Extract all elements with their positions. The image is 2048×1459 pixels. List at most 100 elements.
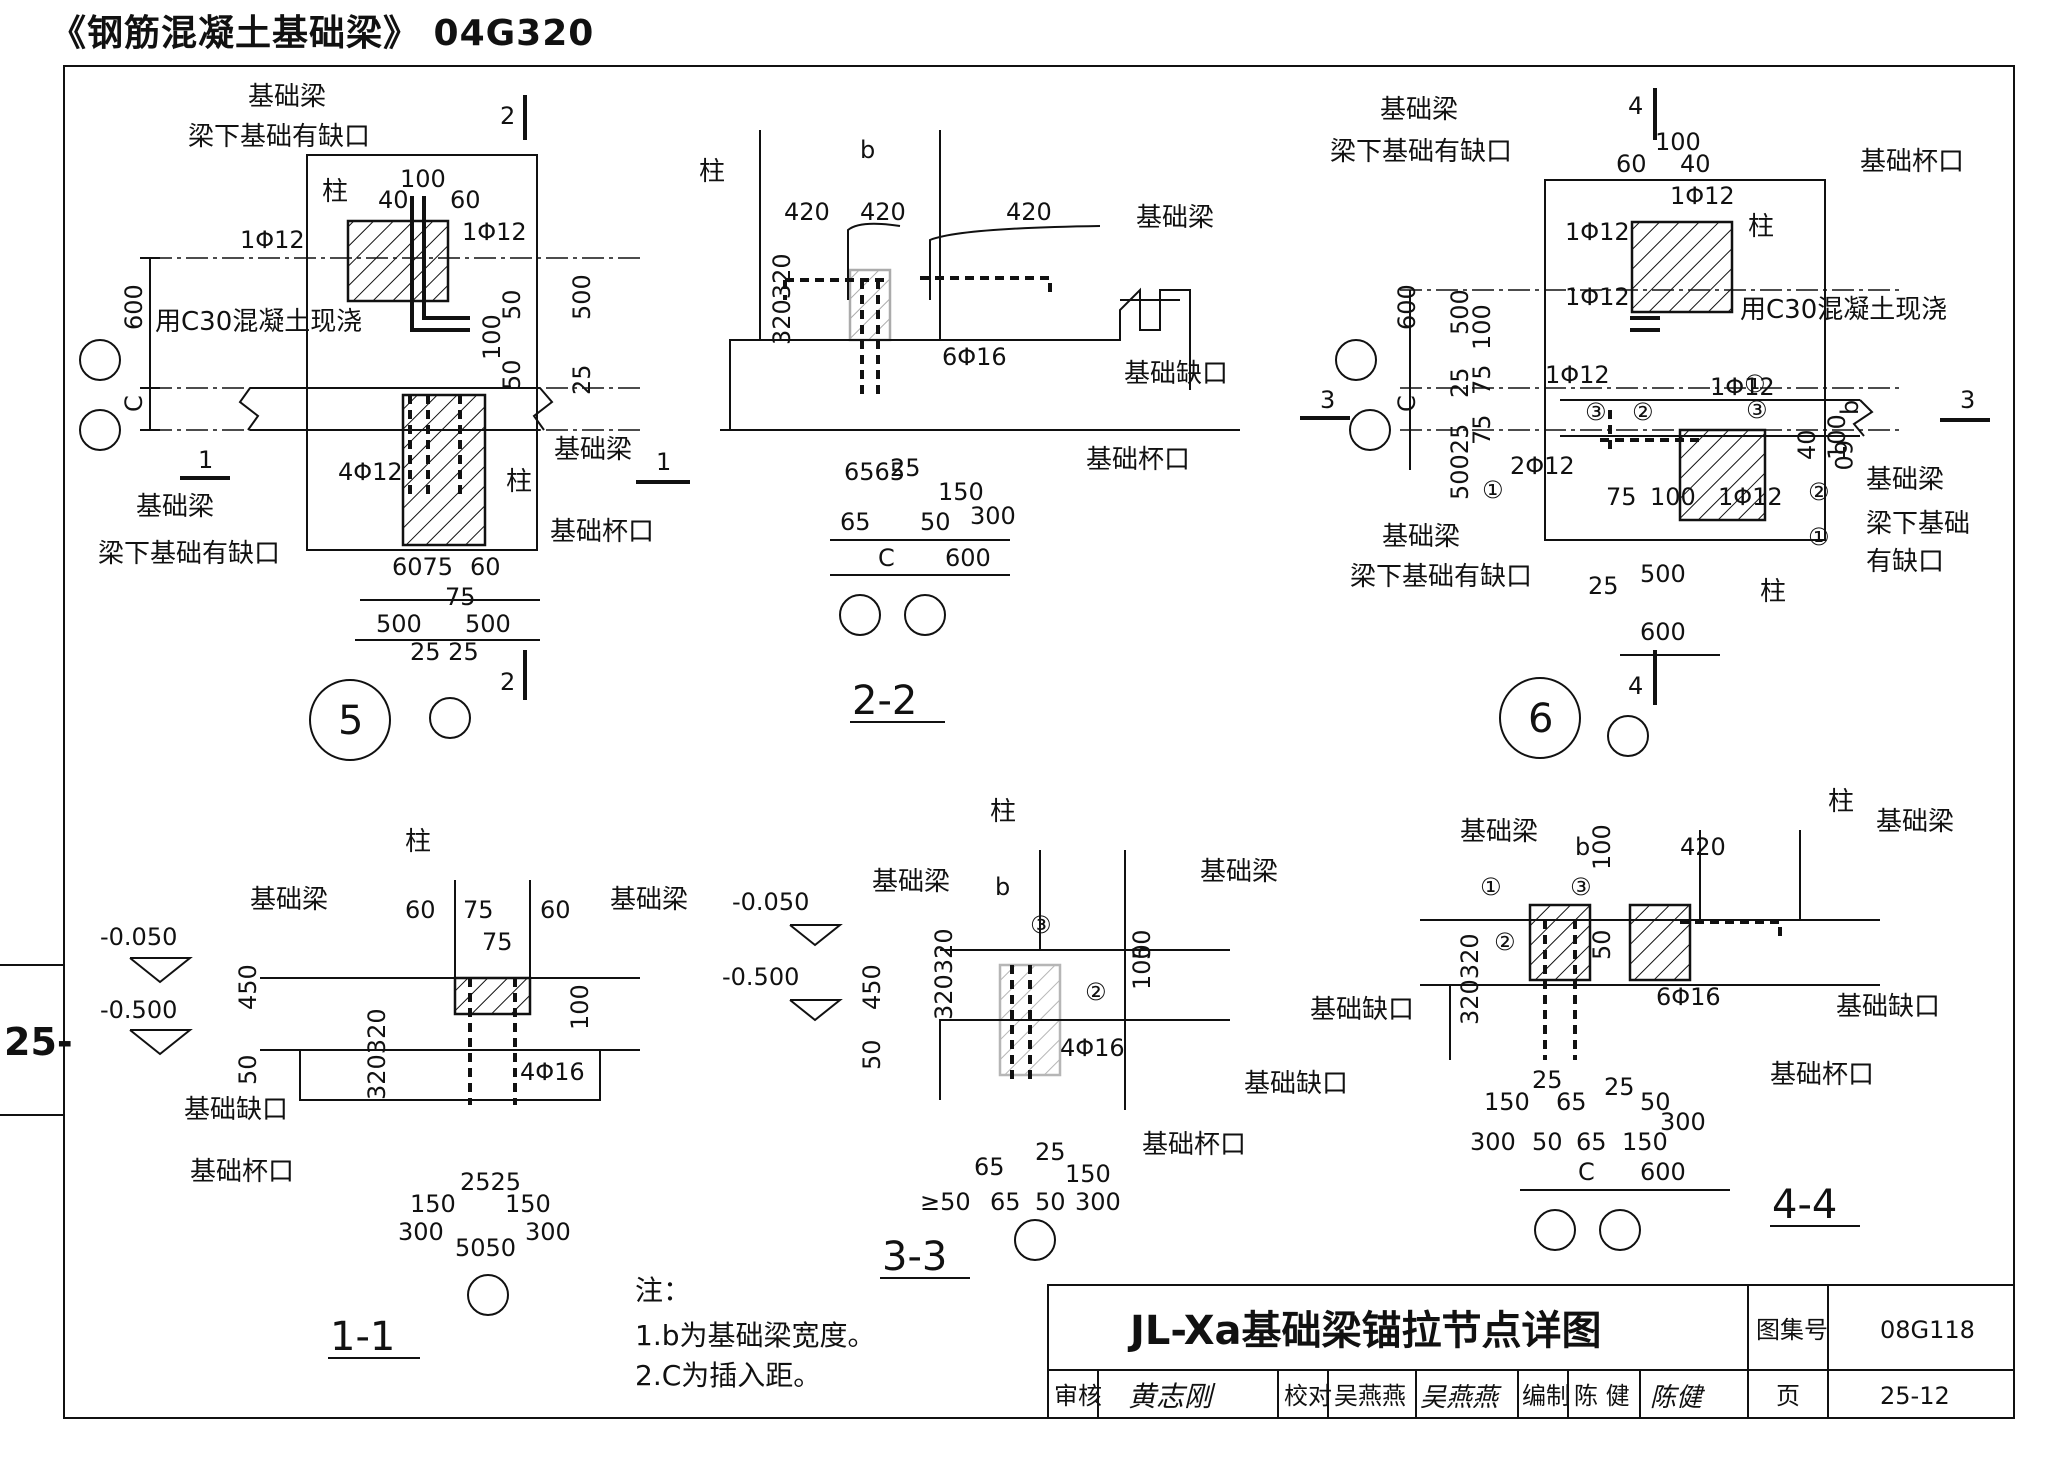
svg-text:-0.500: -0.500 bbox=[100, 996, 177, 1024]
section-2-2: 柱 b 420 420 420 基础梁 320320 6Φ16 基础缺口 基础杯… bbox=[699, 130, 1240, 724]
svg-text:1Φ12: 1Φ12 bbox=[1718, 483, 1783, 511]
svg-text:100: 100 bbox=[1823, 414, 1851, 460]
svg-text:①: ① bbox=[1744, 370, 1766, 398]
svg-text:梁下基础有缺口: 梁下基础有缺口 bbox=[1350, 562, 1532, 592]
svg-text:1Φ12: 1Φ12 bbox=[1710, 373, 1775, 401]
svg-text:75: 75 bbox=[445, 583, 476, 611]
svg-text:50: 50 bbox=[1128, 929, 1156, 960]
svg-text:40: 40 bbox=[1793, 429, 1821, 460]
svg-text:1: 1 bbox=[656, 448, 671, 476]
svg-text:6565: 6565 bbox=[844, 458, 905, 486]
svg-text:基础杯口: 基础杯口 bbox=[1086, 445, 1190, 475]
svg-text:25: 25 bbox=[1604, 1073, 1635, 1101]
svg-text:150: 150 bbox=[1065, 1160, 1111, 1188]
svg-text:100: 100 bbox=[1588, 824, 1616, 870]
svg-text:3: 3 bbox=[1960, 386, 1975, 414]
svg-text:4: 4 bbox=[1628, 672, 1643, 700]
svg-text:1: 1 bbox=[198, 446, 213, 474]
column-upper bbox=[1630, 220, 1734, 314]
svg-text:500: 500 bbox=[568, 274, 596, 320]
svg-text:柱: 柱 bbox=[990, 797, 1016, 827]
svg-text:基础杯口: 基础杯口 bbox=[1142, 1130, 1246, 1160]
svg-text:6: 6 bbox=[1528, 696, 1553, 742]
svg-text:柱: 柱 bbox=[699, 157, 725, 187]
svg-text:基础梁: 基础梁 bbox=[1876, 807, 1954, 837]
svg-text:4Φ12: 4Φ12 bbox=[338, 458, 403, 486]
svg-text:-0.050: -0.050 bbox=[732, 888, 809, 916]
svg-text:柱: 柱 bbox=[322, 177, 348, 207]
svg-text:500: 500 bbox=[376, 610, 422, 638]
svg-text:梁下基础有缺口: 梁下基础有缺口 bbox=[98, 539, 280, 569]
svg-text:300: 300 bbox=[1470, 1128, 1516, 1156]
svg-text:有缺口: 有缺口 bbox=[1866, 547, 1944, 577]
svg-text:50: 50 bbox=[920, 508, 951, 536]
svg-text:②: ② bbox=[1494, 928, 1516, 956]
svg-text:65: 65 bbox=[1556, 1088, 1587, 1116]
section-4-4: 基础梁 柱 基础梁 b 420 100 ① ③ ② 50 320320 6Φ16… bbox=[1310, 787, 1954, 1251]
svg-text:25-12: 25-12 bbox=[1880, 1382, 1950, 1410]
svg-text:基础梁: 基础梁 bbox=[1380, 95, 1458, 125]
svg-text:300: 300 bbox=[970, 502, 1016, 530]
drafter-signature: 陈健 bbox=[1650, 1383, 1706, 1413]
svg-text:25 25: 25 25 bbox=[410, 638, 479, 666]
svg-text:600: 600 bbox=[1640, 618, 1686, 646]
svg-text:60: 60 bbox=[1616, 150, 1647, 178]
detail-5-plan: 600 C 500 25 100 50 50 100 40 60 基础梁 梁下基… bbox=[79, 82, 690, 761]
svg-text:2: 2 bbox=[500, 668, 515, 696]
svg-text:柱: 柱 bbox=[506, 467, 532, 497]
svg-text:100: 100 bbox=[1128, 944, 1156, 990]
svg-text:b: b bbox=[1575, 833, 1590, 861]
svg-text:50: 50 bbox=[1640, 1088, 1671, 1116]
svg-text:60: 60 bbox=[1829, 440, 1857, 471]
svg-text:用C30混凝土现浇: 用C30混凝土现浇 bbox=[155, 307, 362, 337]
svg-text:③: ③ bbox=[1030, 911, 1052, 939]
svg-text:4-4: 4-4 bbox=[1772, 1182, 1837, 1228]
svg-text:③: ③ bbox=[1585, 398, 1607, 426]
axis-bubble bbox=[79, 339, 121, 381]
svg-text:①: ① bbox=[1808, 523, 1830, 551]
svg-text:600: 600 bbox=[1393, 284, 1421, 330]
svg-text:基础杯口: 基础杯口 bbox=[1770, 1060, 1874, 1090]
svg-text:2: 2 bbox=[500, 102, 515, 130]
svg-text:75: 75 bbox=[482, 928, 513, 956]
svg-text:75: 75 bbox=[1468, 414, 1496, 445]
svg-text:基础梁: 基础梁 bbox=[872, 867, 950, 897]
svg-text:150: 150 bbox=[938, 478, 984, 506]
svg-text:基础缺口: 基础缺口 bbox=[1244, 1069, 1348, 1099]
svg-text:梁下基础有缺口: 梁下基础有缺口 bbox=[1330, 137, 1512, 167]
svg-text:基础梁: 基础梁 bbox=[1200, 857, 1278, 887]
svg-text:4: 4 bbox=[1628, 92, 1643, 120]
svg-text:500: 500 bbox=[1446, 289, 1474, 335]
svg-text:600: 600 bbox=[945, 544, 991, 572]
axis-bubble bbox=[429, 697, 471, 739]
svg-text:5: 5 bbox=[338, 698, 363, 744]
svg-text:≥50: ≥50 bbox=[920, 1188, 971, 1216]
svg-text:320320: 320320 bbox=[1456, 933, 1484, 1025]
svg-text:25: 25 bbox=[1588, 572, 1619, 600]
svg-text:-0.050: -0.050 bbox=[100, 923, 177, 951]
svg-text:基础缺口: 基础缺口 bbox=[184, 1095, 288, 1125]
svg-text:2525: 2525 bbox=[460, 1168, 521, 1196]
svg-text:①: ① bbox=[1480, 873, 1502, 901]
svg-text:5050: 5050 bbox=[455, 1234, 516, 1262]
svg-text:300: 300 bbox=[1660, 1108, 1706, 1136]
svg-text:页: 页 bbox=[1776, 1382, 1800, 1410]
svg-text:320320: 320320 bbox=[363, 1008, 391, 1100]
notes: 注： 1.b为基础梁宽度。 2.C为插入距。 bbox=[635, 1274, 876, 1392]
svg-text:柱: 柱 bbox=[1828, 787, 1854, 817]
svg-text:校对: 校对 bbox=[1284, 1382, 1332, 1410]
svg-text:25: 25 bbox=[890, 454, 921, 482]
svg-text:25: 25 bbox=[1446, 367, 1474, 398]
svg-text:6075: 6075 bbox=[392, 553, 453, 581]
svg-text:2Φ12: 2Φ12 bbox=[1510, 452, 1575, 480]
svg-text:基础梁: 基础梁 bbox=[1382, 522, 1460, 552]
svg-text:3: 3 bbox=[1320, 386, 1335, 414]
svg-text:柱: 柱 bbox=[405, 827, 431, 857]
svg-text:③: ③ bbox=[1746, 396, 1768, 424]
svg-text:60: 60 bbox=[540, 896, 571, 924]
svg-text:100: 100 bbox=[1650, 483, 1696, 511]
column-lower bbox=[1678, 428, 1767, 522]
svg-text:600: 600 bbox=[120, 284, 148, 330]
svg-text:1Φ12: 1Φ12 bbox=[240, 226, 305, 254]
detail-5-bubble bbox=[309, 679, 391, 761]
